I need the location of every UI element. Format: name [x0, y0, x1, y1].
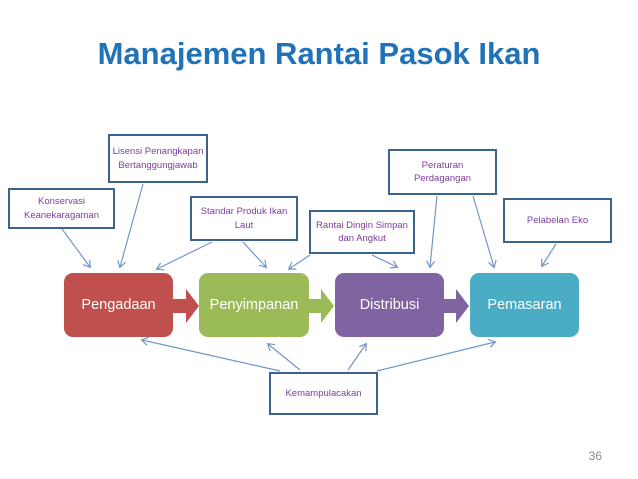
node-label-line: Keanekaragaman [24, 209, 99, 221]
connector-kemampulacakan-pemasaran [376, 342, 495, 372]
node-label-line: Peraturan [421, 159, 464, 171]
node-peraturan-perdagangan: Peraturan Perdagangan [388, 149, 497, 195]
flow-arrow-penyimpanan-distribusi-icon [308, 289, 334, 323]
page-title: Manajemen Rantai Pasok Ikan [97, 36, 541, 71]
node-label-line: dan Angkut [338, 233, 386, 244]
node-konservasi-keanekaragaman: Konservasi Keanekaragaman [8, 188, 115, 229]
node-label-line: Laut [234, 219, 254, 231]
chain-box-pengadaan: Pengadaan [64, 273, 173, 337]
connector-rantai-distribusi [371, 254, 397, 267]
connector-peraturan-distribusi [430, 195, 438, 267]
node-label-line: Kemampulacakan [285, 387, 362, 399]
flow-arrow-pengadaan-penyimpanan-icon [173, 289, 199, 323]
connector-lisensi-pengadaan [120, 183, 144, 267]
connector-standar-penyimpanan [242, 241, 266, 267]
node-pelabelan-eko: Pelabelan Eko [503, 198, 612, 243]
connector-pelabelan-pemasaran [542, 243, 557, 266]
connector-konservasi-pengadaan [61, 228, 90, 267]
connector-kemampulacakan-distribusi [347, 344, 366, 371]
node-label-line: Standar Produk Ikan [200, 206, 288, 218]
node-lisensi-penangkapan: Lisensi Penangkapan Bertanggungjawab [108, 134, 208, 183]
node-kemampulacakan: Kemampulacakan [269, 372, 378, 415]
node-standar-produk-ikan-laut: Standar Produk Ikan Laut [190, 196, 298, 241]
node-label-line: Lisensi Penangkapan [112, 146, 204, 158]
node-rantai-dingin-simpan-angkut: Rantai Dingin Simpan dan Angkut [309, 210, 415, 254]
page-number: 36 [588, 449, 602, 463]
chain-box-distribusi: Distribusi [335, 273, 444, 337]
connector-kemampulacakan-penyimpanan [268, 344, 301, 371]
chain-box-penyimpanan: Penyimpanan [199, 273, 309, 337]
node-label-line: Rantai Dingin Simpan [316, 219, 408, 231]
flow-arrow-distribusi-pemasaran-icon [443, 289, 469, 323]
chain-box-pemasaran: Pemasaran [470, 273, 579, 337]
node-label-line: Perdagangan [413, 173, 472, 184]
connector-kemampulacakan-pengadaan [142, 340, 281, 372]
connector-standar-pengadaan [157, 241, 213, 269]
node-label-line: Pelabelan Eko [526, 214, 589, 226]
node-label-line: Konservasi [38, 196, 85, 208]
connector-rantai-penyimpanan [289, 254, 311, 269]
connector-peraturan-pemasaran [472, 195, 494, 267]
node-label-line: Bertanggungjawab [118, 159, 198, 171]
